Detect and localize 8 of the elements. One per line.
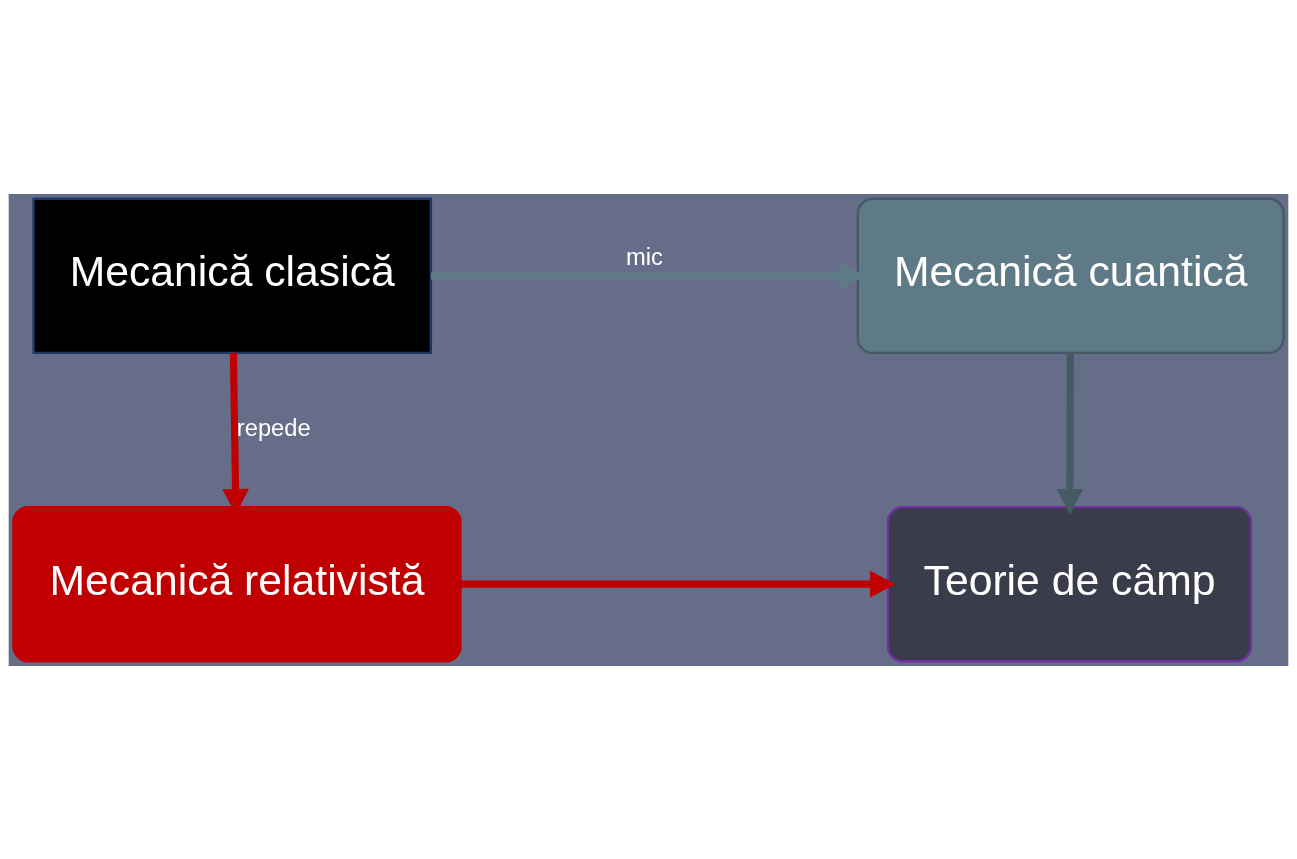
- edge-label: repede: [236, 414, 311, 441]
- node-box: Mecanică clasică: [32, 197, 433, 354]
- arrow: [1056, 352, 1084, 514]
- arrow: [460, 570, 896, 598]
- node-box: Mecanică cuantică: [856, 197, 1285, 354]
- node-box: Mecanică relativistă: [12, 505, 462, 662]
- node-box: Teorie de câmp: [886, 505, 1253, 662]
- edge-label: mic: [625, 243, 663, 270]
